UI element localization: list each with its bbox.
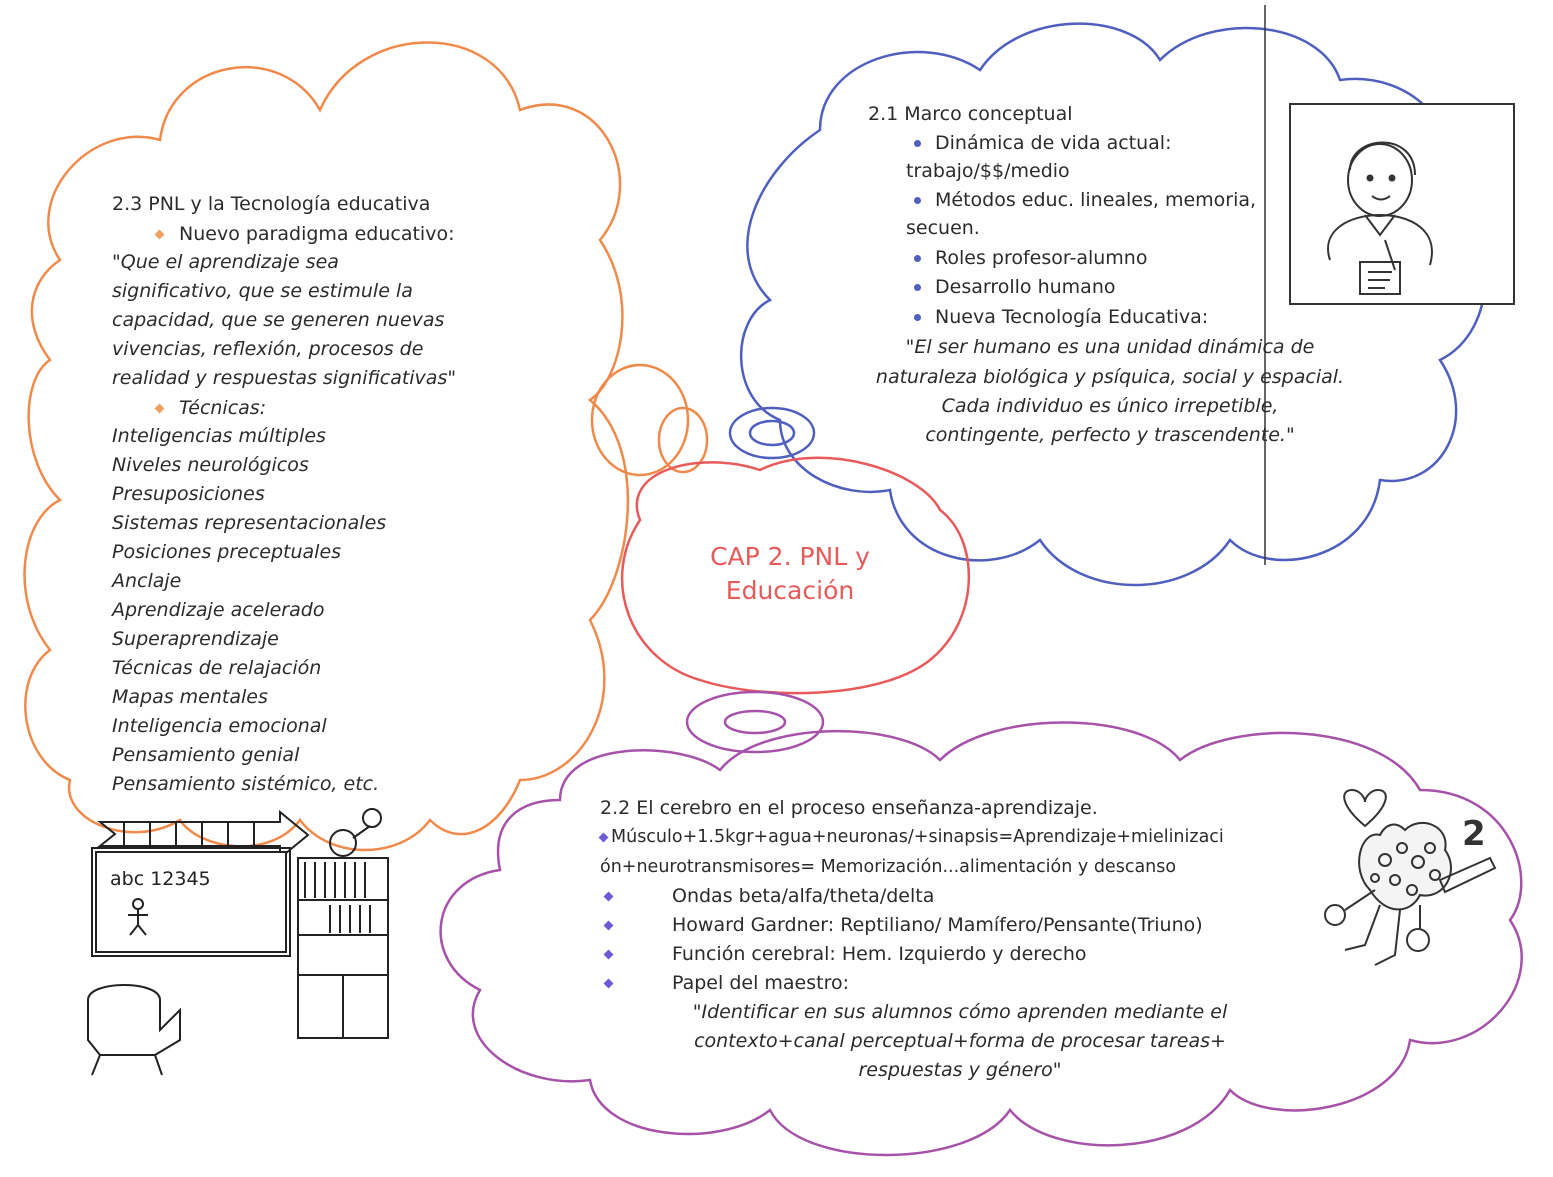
technique-item: Superaprendizaje — [112, 628, 279, 650]
diamond-bullet-icon — [154, 403, 165, 414]
s22-bullet-4-text: Papel del maestro: — [672, 972, 849, 994]
s22-bullet-3: Función cerebral: Hem. Izquierdo y derec… — [603, 940, 1087, 968]
s21-heading: 2.1 Marco conceptual — [868, 103, 1073, 125]
chalkboard — [95, 851, 287, 953]
orange-cloud — [23, 41, 630, 852]
dot-bullet-icon — [914, 255, 921, 262]
s23-bullet-1: Nuevo paradigma educativo: — [154, 220, 455, 248]
s22-quote-line-1: "Identificar en sus alumnos cómo aprende… — [692, 1001, 1228, 1023]
s22-bullet-2-text: Howard Gardner: Reptiliano/ Mamífero/Pen… — [672, 914, 1203, 936]
s21-bullet-2-cont: secuen. — [906, 217, 980, 239]
s21-quote-line-2: naturaleza biológica y psíquica, social … — [875, 366, 1345, 388]
teacher-doodle — [1289, 103, 1515, 305]
center-title-line2: Educación — [725, 576, 855, 605]
s21-bullet-4: Desarrollo humano — [914, 273, 1115, 301]
s21-bullet-1-text: Dinámica de vida actual: — [935, 132, 1172, 154]
orange-connector-outer — [590, 363, 690, 477]
chalkboard-text: abc 12345 — [110, 868, 211, 890]
armchair — [87, 984, 181, 1056]
s22-formula-line-2: ón+neurotransmisores= Memorización...ali… — [600, 857, 1177, 877]
s21-quote-line-1: "El ser humano es una unidad dinámica de — [905, 336, 1315, 358]
s21-bullet-3: Roles profesor-alumno — [914, 244, 1147, 272]
flower-icon — [362, 808, 382, 828]
s21-bullet-5: Nueva Tecnología Educativa: — [914, 303, 1208, 331]
s23-quote-line-3: capacidad, que se generen nuevas — [112, 309, 445, 331]
purple-connector-inner — [723, 709, 787, 735]
diamond-bullet-icon — [603, 920, 614, 931]
s23-quote-line-4: vivencias, reflexión, procesos de — [112, 338, 424, 360]
s21-bullet-2: Métodos educ. lineales, memoria, — [914, 186, 1256, 214]
brain-doodle — [1324, 788, 1497, 966]
s22-bullet-3-text: Función cerebral: Hem. Izquierdo y derec… — [672, 943, 1087, 965]
purple-connector-outer — [685, 690, 825, 754]
s22-bullet-2: Howard Gardner: Reptiliano/ Mamífero/Pen… — [603, 911, 1203, 939]
technique-item: Posiciones preceptuales — [112, 541, 342, 563]
technique-item: Aprendizaje acelerado — [112, 599, 325, 621]
diamond-bullet-icon — [603, 891, 614, 902]
s22-heading: 2.2 El cerebro en el proceso enseñanza-a… — [600, 797, 1098, 819]
s22-formula-line-1: Músculo+1.5kgr+agua+neuronas/+sinapsis=A… — [598, 823, 1224, 851]
dot-bullet-icon — [914, 314, 921, 321]
diamond-bullet-icon — [603, 978, 614, 989]
technique-item: Técnicas de relajación — [112, 657, 322, 679]
heart-icon — [1343, 788, 1387, 828]
technique-item: Mapas mentales — [112, 686, 268, 708]
s22-quote-line-3: respuestas y género" — [858, 1059, 1062, 1081]
s22-formula-line-1-text: Músculo+1.5kgr+agua+neuronas/+sinapsis=A… — [611, 827, 1224, 847]
technique-item: Pensamiento genial — [112, 744, 300, 766]
s21-bullet-1-cont: trabajo/$$/medio — [906, 160, 1070, 182]
s21-bullet-4-text: Desarrollo humano — [935, 276, 1116, 298]
technique-item: Presuposiciones — [112, 483, 265, 505]
technique-item: Sistemas representacionales — [112, 512, 387, 534]
s22-quote-line-2: contexto+canal perceptual+forma de proce… — [694, 1030, 1226, 1052]
s21-bullet-2-text: Métodos educ. lineales, memoria, — [935, 189, 1257, 211]
blue-connector-inner — [748, 419, 796, 447]
center-title-line1: CAP 2. PNL y — [710, 542, 870, 571]
center-cloud — [620, 456, 970, 695]
diamond-bullet-icon — [154, 229, 165, 240]
technique-item: Pensamiento sistémico, etc. — [112, 773, 380, 795]
s21-quote-line-3: Cada individuo es único irrepetible, — [941, 395, 1279, 417]
s21-bullet-3-text: Roles profesor-alumno — [935, 247, 1148, 269]
dot-bullet-icon — [914, 197, 921, 204]
s23-quote-line-5: realidad y respuestas significativas" — [112, 367, 457, 389]
dot-bullet-icon — [914, 284, 921, 291]
purple-cloud — [439, 721, 1523, 1157]
s21-quote-line-4: contingente, perfecto y trascendente." — [925, 424, 1295, 446]
orange-connector-inner — [657, 406, 709, 474]
center-title: CAP 2. PNL y Educación — [690, 540, 890, 608]
number-two-doodle: 2 — [1462, 814, 1486, 854]
technique-item: Anclaje — [112, 570, 182, 592]
s23-heading: 2.3 PNL y la Tecnología educativa — [112, 193, 431, 215]
s21-bullet-5-text: Nueva Tecnología Educativa: — [935, 306, 1209, 328]
s23-bullet-2-text: Técnicas: — [179, 397, 267, 419]
s23-bullet-2: Técnicas: — [154, 394, 267, 422]
s23-bullet-1-text: Nuevo paradigma educativo: — [179, 223, 455, 245]
s23-quote-line-2: significativo, que se estimule la — [112, 280, 413, 302]
dot-bullet-icon — [914, 140, 921, 147]
s22-bullet-1-text: Ondas beta/alfa/theta/delta — [672, 885, 935, 907]
s22-bullet-1: Ondas beta/alfa/theta/delta — [603, 882, 935, 910]
blue-cloud — [740, 22, 1487, 587]
diamond-bullet-icon — [598, 832, 609, 842]
s21-bullet-1: Dinámica de vida actual: — [914, 129, 1171, 157]
blue-connector-outer — [728, 406, 816, 460]
technique-item: Inteligencia emocional — [112, 715, 327, 737]
technique-item: Niveles neurológicos — [112, 454, 309, 476]
technique-item: Inteligencias múltiples — [112, 425, 326, 447]
s22-bullet-4: Papel del maestro: — [603, 969, 849, 997]
s23-quote-line-1: "Que el aprendizaje sea — [112, 251, 339, 273]
diamond-bullet-icon — [603, 949, 614, 960]
classroom-doodle — [87, 808, 389, 1076]
